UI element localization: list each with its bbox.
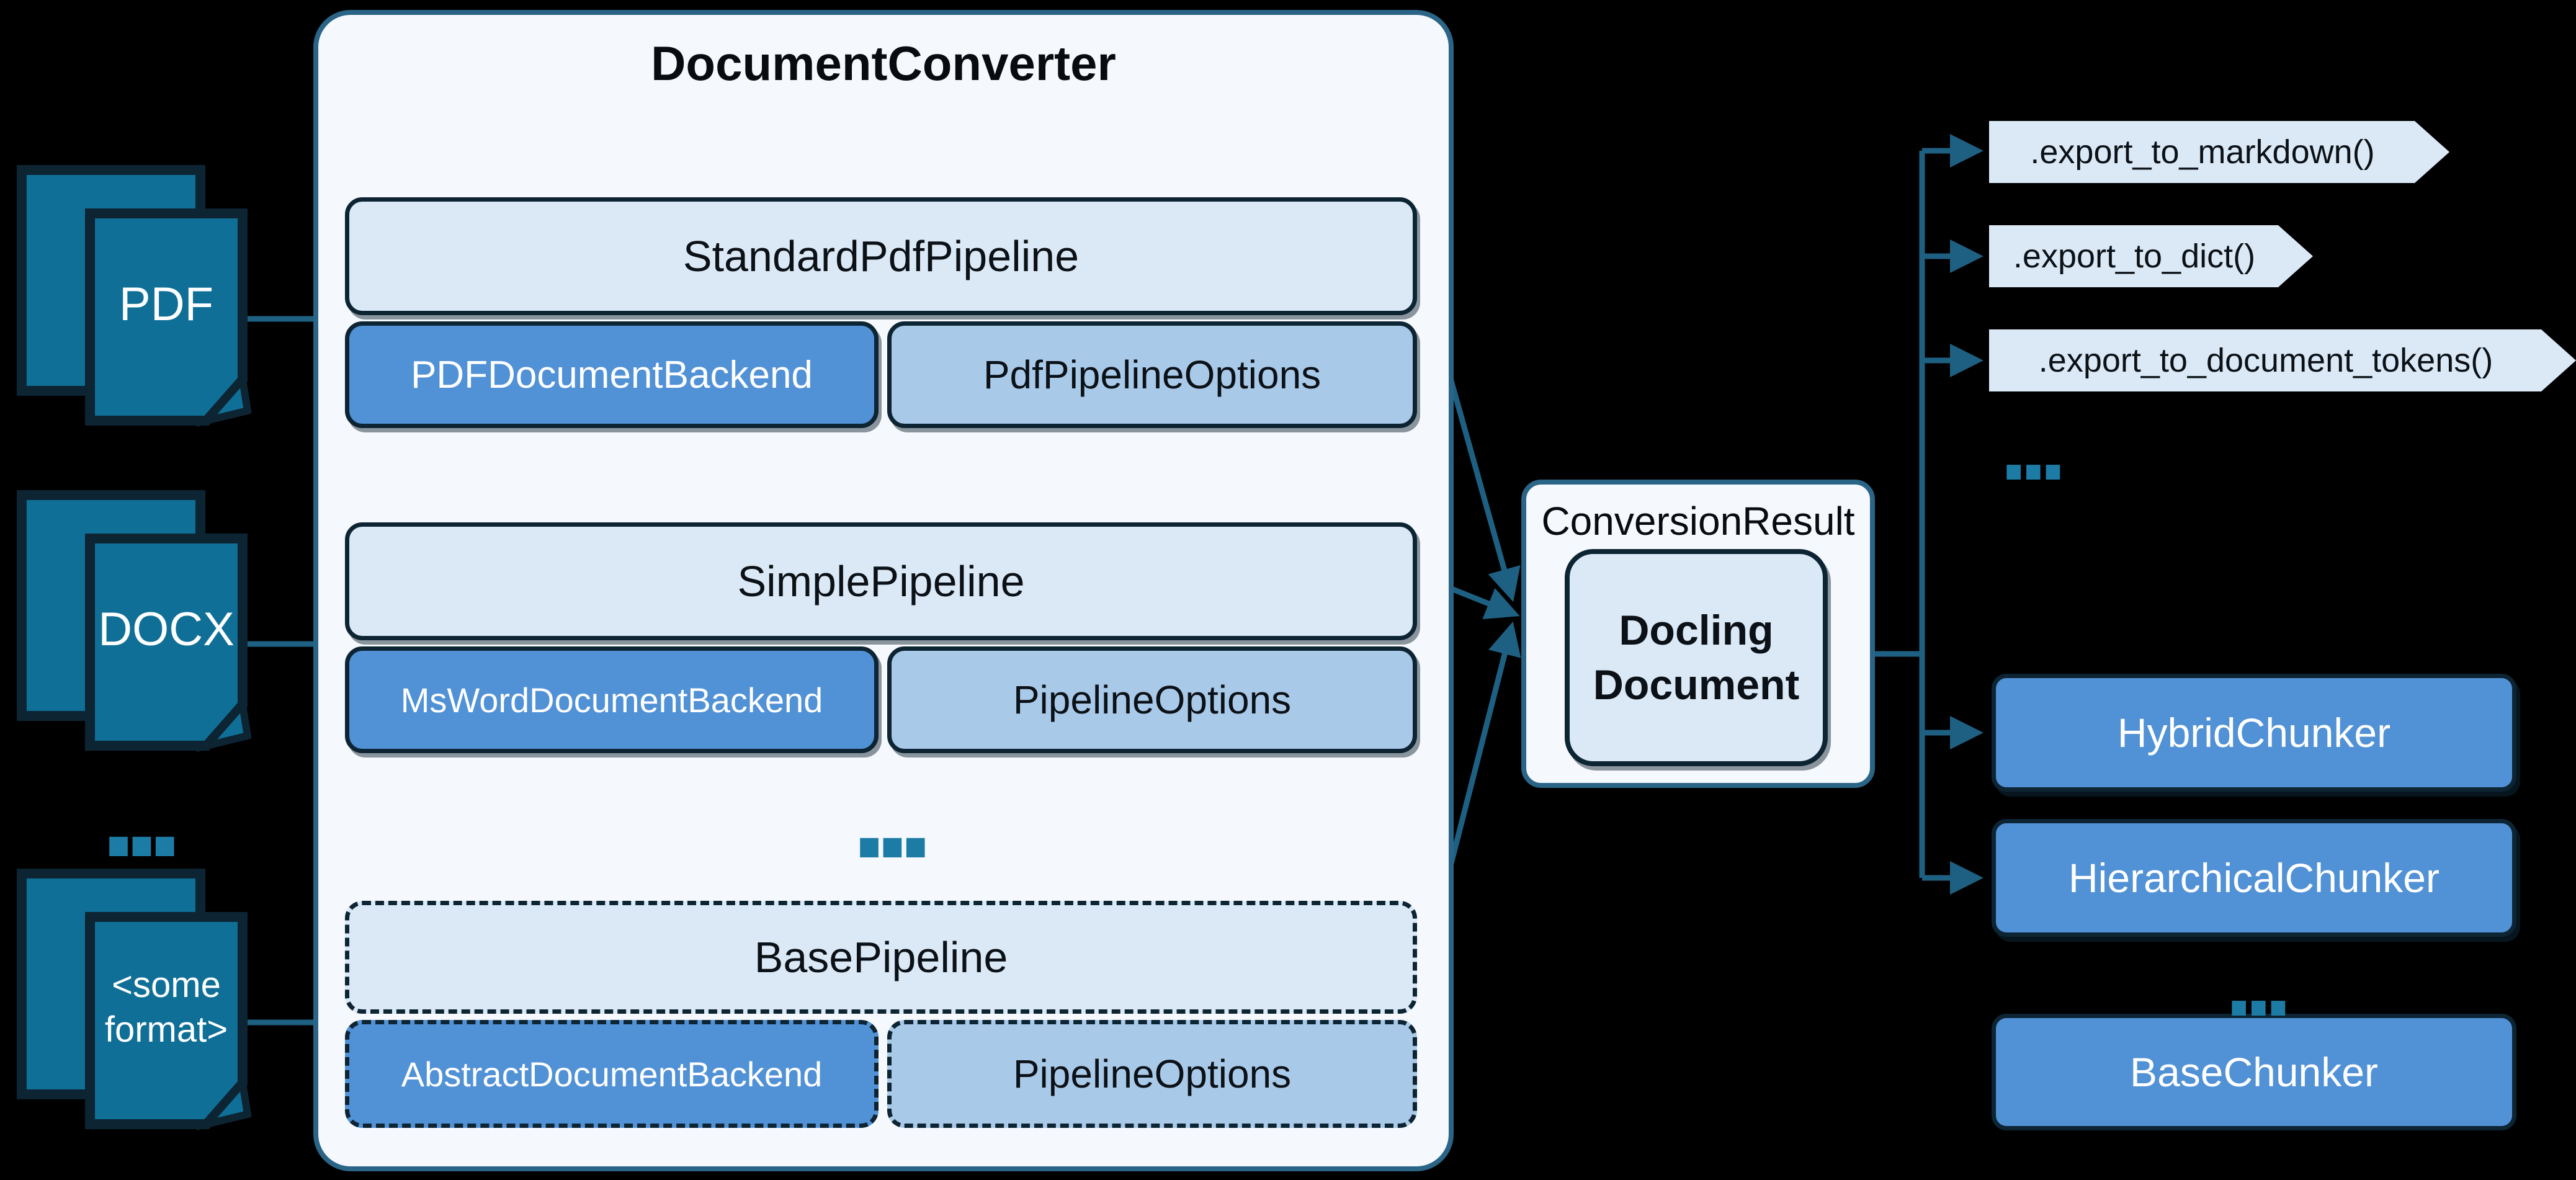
- base-chunker-box: BaseChunker: [1992, 1014, 2516, 1130]
- conversion-result-label: ConversionResult: [1541, 499, 1855, 543]
- export-to-markdown-tag: .export_to_markdown(): [1989, 121, 2449, 183]
- some-format-document-icon: [17, 869, 251, 1131]
- simple-pipeline-box: SimplePipeline: [345, 522, 1417, 640]
- pdf-label: PDF: [119, 277, 213, 331]
- document-converter-title: DocumentConverter: [651, 35, 1116, 91]
- base-pipeline-options-box: PipelineOptions: [887, 1020, 1417, 1128]
- pdf-document-backend-box: PDFDocumentBackend: [345, 321, 879, 428]
- pdf-pipeline-options-box: PdfPipelineOptions: [887, 321, 1417, 428]
- pipeline-options-box: PipelineOptions: [887, 646, 1417, 753]
- docling-document-box: Docling Document: [1565, 549, 1828, 766]
- standard-pdf-pipeline-box: StandardPdfPipeline: [345, 197, 1417, 315]
- hybrid-chunker-box: HybridChunker: [1992, 674, 2516, 792]
- abstract-document-backend-box: AbstractDocumentBackend: [345, 1020, 879, 1128]
- msword-document-backend-box: MsWordDocumentBackend: [345, 646, 879, 753]
- docx-label: DOCX: [98, 602, 235, 656]
- some-format-label: <some format>: [104, 964, 228, 1050]
- docx-document-icon: [17, 490, 251, 753]
- pdf-document-icon: [17, 165, 251, 427]
- hierarchical-chunker-box: HierarchicalChunker: [1992, 819, 2516, 937]
- export-to-document-tokens-tag: .export_to_document_tokens(): [1989, 329, 2576, 391]
- export-to-dict-tag: .export_to_dict(): [1989, 225, 2313, 287]
- base-pipeline-box: BasePipeline: [345, 901, 1417, 1014]
